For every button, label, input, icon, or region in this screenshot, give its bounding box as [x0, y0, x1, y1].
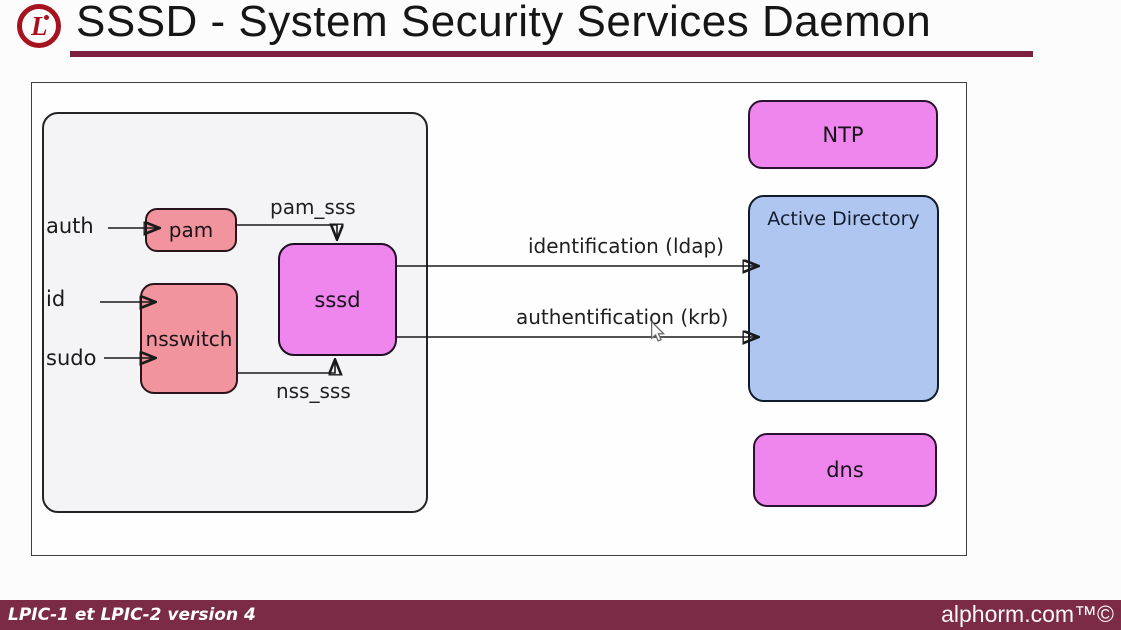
node-sssd: sssd [278, 243, 397, 356]
footer-brand-label: alphorm.com™© [941, 601, 1114, 627]
logo-dot [44, 15, 49, 20]
node-dns: dns [753, 433, 937, 507]
edge-label-nss-sss: nss_sss [276, 379, 351, 403]
edge-label-authentification-krb: authentification (krb) [516, 305, 729, 329]
alphorm-logo-icon: L [17, 4, 61, 48]
footer-bar: LPIC-1 et LPIC-2 version 4 alphorm.com™© [0, 600, 1121, 630]
title-underline [70, 51, 1033, 57]
label-auth: auth [46, 214, 94, 238]
page-title: SSSD - System Security Services Daemon [76, 0, 932, 46]
node-active-directory: Active Directory [748, 195, 939, 402]
footer-course-label: LPIC-1 et LPIC-2 version 4 [8, 605, 256, 625]
logo-letter: L [31, 11, 48, 41]
edge-label-identification-ldap: identification (ldap) [528, 234, 724, 258]
node-nsswitch: nsswitch [140, 283, 238, 394]
label-sudo: sudo [46, 346, 97, 370]
edge-label-pam-sss: pam_sss [270, 195, 356, 219]
label-id: id [46, 287, 66, 311]
node-pam: pam [145, 208, 237, 252]
node-ntp: NTP [748, 100, 938, 169]
